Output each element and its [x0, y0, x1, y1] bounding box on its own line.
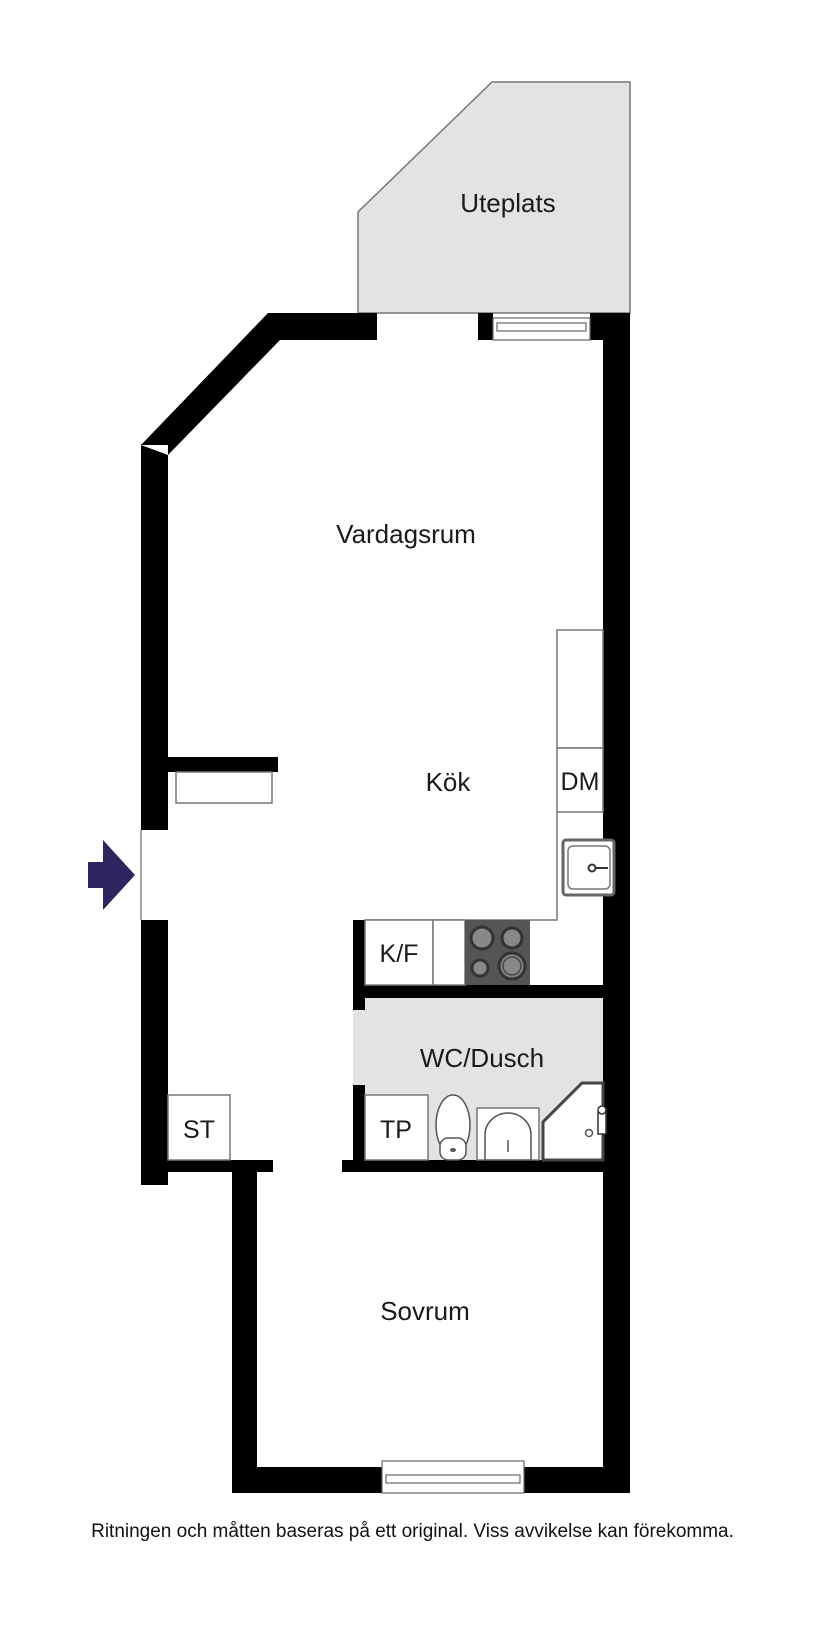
room-label-vardagsrum: Vardagsrum: [336, 519, 476, 549]
shower-area: [541, 1081, 607, 1162]
toilet-icon: [435, 1094, 471, 1161]
fridge-freezer: [364, 919, 434, 986]
fixture-label-kf: K/F: [380, 940, 419, 968]
cooktop-icon: [465, 920, 530, 985]
room-label-sovrum: Sovrum: [380, 1296, 470, 1326]
shower-mixer-icon: [597, 1105, 607, 1135]
entrance-arrow-icon: [88, 840, 135, 910]
washbasin-icon: [476, 1107, 540, 1161]
walls: [141, 313, 630, 1493]
fixture-label-tp: TP: [380, 1116, 412, 1144]
closet-shelf: [175, 771, 273, 804]
room-label-wc-dusch: WC/Dusch: [420, 1043, 544, 1073]
kitchen-sink-icon: [561, 838, 616, 897]
storage-closet: [167, 1094, 231, 1161]
kitchen: [364, 629, 604, 986]
towel-cabinet: [364, 1094, 429, 1161]
room-label-kok: Kök: [426, 767, 472, 797]
fixture-label-dm: DM: [561, 768, 600, 796]
window-top: [492, 317, 591, 341]
patio: Uteplats: [357, 81, 631, 314]
bathroom: [364, 1081, 607, 1162]
window-sovrum: [381, 1460, 525, 1494]
dishwasher: [556, 747, 604, 813]
disclaimer-caption: Ritningen och måtten baseras på ett orig…: [91, 1521, 734, 1542]
room-label-uteplats: Uteplats: [460, 188, 555, 218]
fixture-label-st: ST: [183, 1116, 215, 1144]
drain-icon: [584, 1128, 594, 1138]
